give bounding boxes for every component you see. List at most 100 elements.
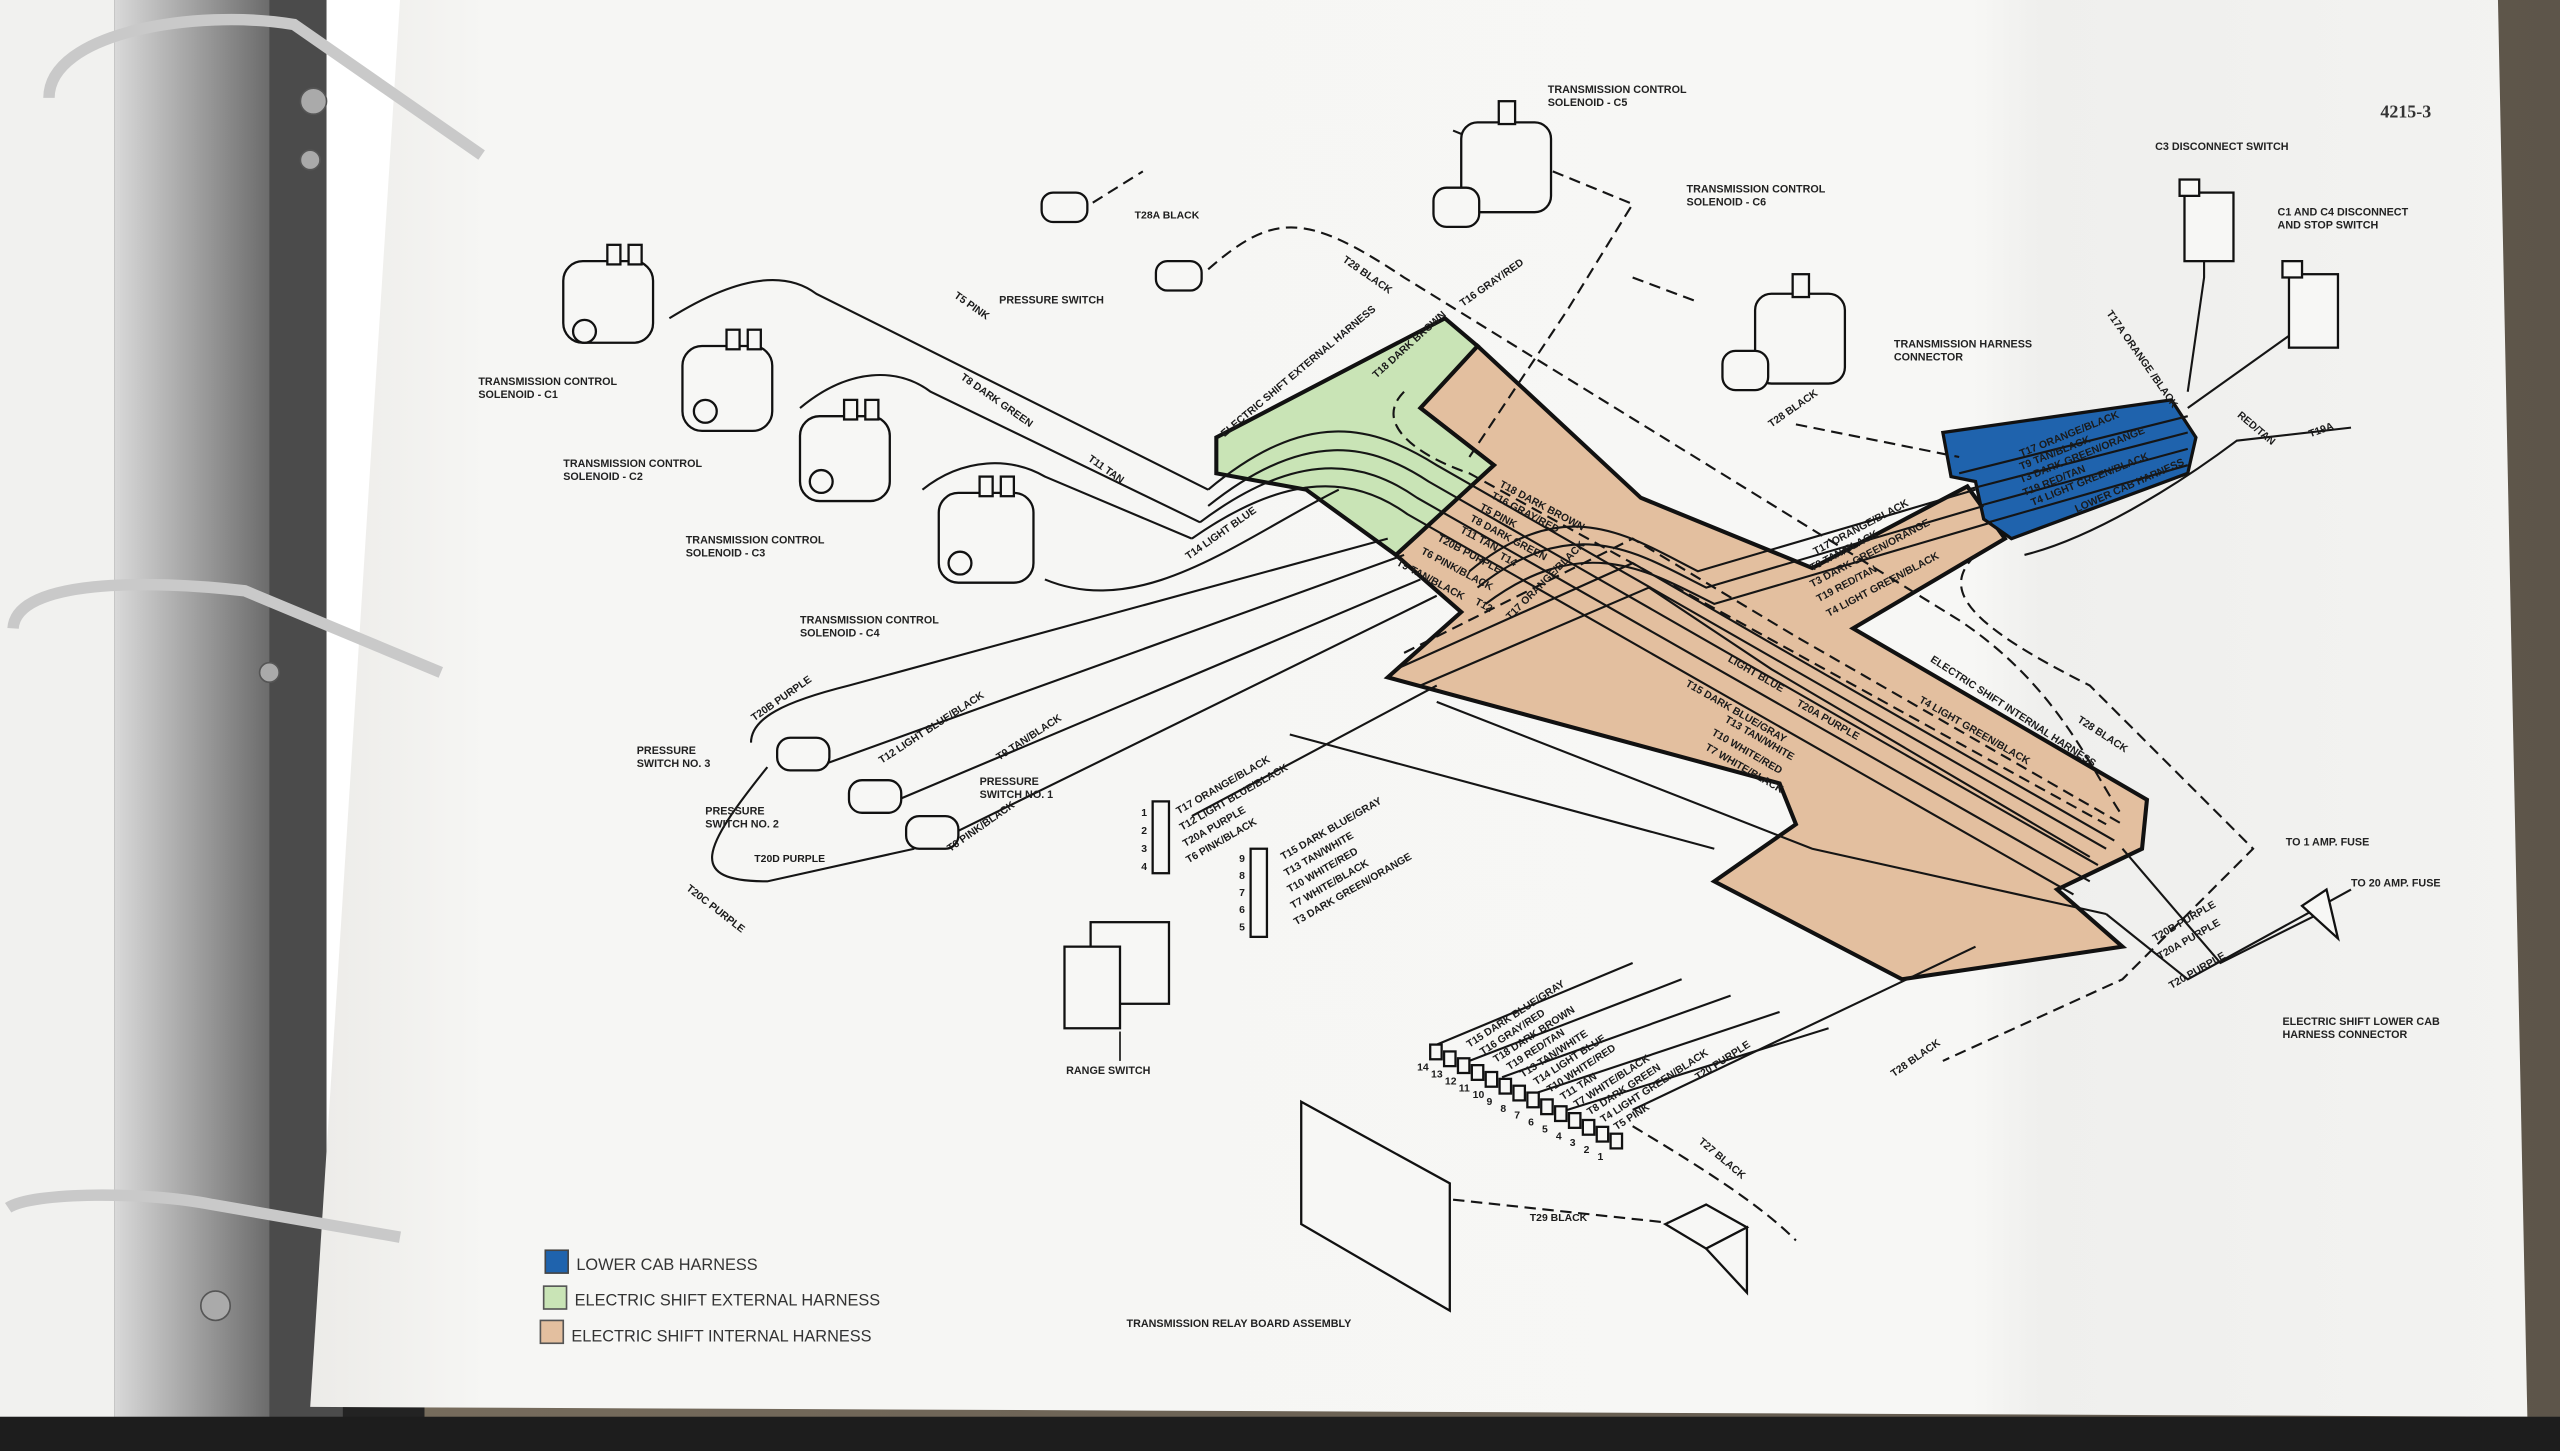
pin-number: 7 bbox=[1239, 888, 1245, 899]
binder-ring-bottom bbox=[5, 1189, 401, 1243]
component-label: HARNESS CONNECTOR bbox=[2282, 1029, 2407, 1041]
pin-number: 6 bbox=[1239, 905, 1245, 916]
relay-terminal bbox=[1567, 1111, 1582, 1129]
pressure-switch-3 bbox=[776, 736, 831, 772]
relay-terminal bbox=[1442, 1050, 1457, 1068]
relay-terminal bbox=[1581, 1118, 1596, 1136]
pin-number: 14 bbox=[1417, 1063, 1429, 1074]
component-label: SWITCH NO. 2 bbox=[705, 819, 779, 831]
relay-terminal bbox=[1498, 1077, 1513, 1095]
pin-number: 5 bbox=[1542, 1124, 1548, 1135]
component-label: TO 1 AMP. FUSE bbox=[2286, 836, 2370, 848]
component-label: RANGE SWITCH bbox=[1066, 1065, 1151, 1077]
pin-number: 4 bbox=[1556, 1131, 1562, 1142]
relay-terminal bbox=[1512, 1084, 1527, 1102]
relay-terminal bbox=[1526, 1091, 1540, 1109]
binder-spine bbox=[114, 0, 294, 1420]
component-label: SOLENOID - C1 bbox=[478, 389, 558, 401]
range-switch bbox=[1063, 921, 1171, 1061]
component-label: PRESSURE SWITCH bbox=[999, 295, 1104, 307]
pin-number: 9 bbox=[1239, 854, 1245, 865]
wire-label: T28A BLACK bbox=[1135, 211, 1200, 222]
solenoid-c2 bbox=[681, 328, 774, 433]
pressure-switch-2 bbox=[847, 779, 903, 814]
component-label: TRANSMISSION HARNESS bbox=[1894, 339, 2032, 351]
pin-number: 11 bbox=[1459, 1083, 1470, 1094]
pressure-switch-1 bbox=[904, 814, 960, 850]
pin-number: 4 bbox=[1141, 862, 1147, 873]
solenoid-c1 bbox=[562, 243, 655, 344]
legend-swatch-lower-cab bbox=[544, 1249, 569, 1274]
pin-number: 1 bbox=[1141, 808, 1147, 819]
c1-c4-disconnect-switch bbox=[2281, 260, 2340, 349]
relay-terminal bbox=[1470, 1064, 1485, 1081]
rivet bbox=[299, 87, 328, 116]
component-label: CONNECTOR bbox=[1894, 352, 1963, 364]
component-label: TRANSMISSION CONTROL bbox=[1548, 84, 1687, 96]
component-label: SWITCH NO. 1 bbox=[980, 789, 1054, 801]
pin-number: 2 bbox=[1141, 826, 1147, 837]
pin-number: 10 bbox=[1473, 1090, 1485, 1101]
relay-terminal bbox=[1429, 1043, 1443, 1061]
pin-number: 13 bbox=[1431, 1070, 1443, 1081]
solenoid-c3 bbox=[798, 398, 891, 503]
relay-terminal bbox=[1553, 1105, 1568, 1123]
pin-number: 6 bbox=[1528, 1118, 1534, 1129]
harness-wire-bundle bbox=[1191, 390, 2189, 916]
component-label: ELECTRIC SHIFT LOWER CAB bbox=[2282, 1016, 2440, 1028]
rivet bbox=[299, 149, 321, 171]
internal-harness-region bbox=[1383, 343, 2150, 982]
legend-label: ELECTRIC SHIFT EXTERNAL HARNESS bbox=[575, 1292, 881, 1310]
component-label: PRESSURE bbox=[637, 745, 696, 757]
diagram-page bbox=[310, 0, 2528, 1417]
legend: LOWER CAB HARNESS ELECTRIC SHIFT EXTERNA… bbox=[539, 1249, 881, 1346]
component-label: TRANSMISSION CONTROL bbox=[800, 614, 939, 626]
pin-number: 7 bbox=[1514, 1111, 1520, 1122]
pin-number: 8 bbox=[1500, 1104, 1506, 1115]
component-label: TRANSMISSION CONTROL bbox=[686, 535, 825, 547]
component-label: C1 AND C4 DISCONNECT bbox=[2278, 206, 2409, 218]
component-label: SOLENOID - C3 bbox=[686, 548, 766, 560]
ground-bracket bbox=[1662, 1203, 1750, 1296]
pin-number: 3 bbox=[1141, 844, 1147, 855]
pin-number: 2 bbox=[1584, 1145, 1590, 1156]
component-label: TRANSMISSION CONTROL bbox=[1687, 184, 1826, 196]
relay-terminal bbox=[1484, 1070, 1499, 1088]
legend-swatch-internal bbox=[539, 1319, 565, 1345]
pin-number: 5 bbox=[1239, 922, 1245, 933]
page-number: 4215-3 bbox=[2380, 102, 2431, 122]
component-label: TRANSMISSION CONTROL bbox=[563, 458, 702, 470]
c3-disconnect-switch bbox=[2178, 178, 2235, 263]
solenoid-c6 bbox=[1721, 273, 1847, 392]
component-label: SOLENOID - C2 bbox=[563, 471, 643, 483]
lower-cab-harness-region bbox=[1940, 398, 2198, 541]
component-label: TO 20 AMP. FUSE bbox=[2351, 877, 2441, 889]
pin-number: 8 bbox=[1239, 871, 1245, 882]
pin-number: 1 bbox=[1598, 1152, 1604, 1163]
lower-cab-harness-connector bbox=[2300, 887, 2340, 942]
legend-label: ELECTRIC SHIFT INTERNAL HARNESS bbox=[571, 1328, 871, 1346]
component-label: SOLENOID - C4 bbox=[800, 628, 880, 640]
component-label: AND STOP SWITCH bbox=[2278, 220, 2379, 232]
component-label: PRESSURE bbox=[980, 776, 1039, 788]
component-label: SWITCH NO. 3 bbox=[637, 758, 711, 770]
solenoid-c4 bbox=[937, 475, 1035, 584]
binder-ring-middle bbox=[7, 578, 444, 678]
relay-terminal bbox=[1456, 1057, 1471, 1075]
component-label: TRANSMISSION RELAY BOARD ASSEMBLY bbox=[1127, 1318, 1352, 1330]
legend-label: LOWER CAB HARNESS bbox=[576, 1256, 757, 1274]
binder-ring-top bbox=[43, 13, 485, 160]
wire-label: T29 BLACK bbox=[1530, 1213, 1588, 1224]
pin-number: 3 bbox=[1570, 1138, 1576, 1149]
rivet bbox=[258, 661, 280, 684]
component-label: PRESSURE bbox=[705, 805, 764, 817]
component-label: TRANSMISSION CONTROL bbox=[478, 376, 617, 388]
wire-label: T20D PURPLE bbox=[754, 854, 825, 865]
component-label: C3 DISCONNECT SWITCH bbox=[2155, 141, 2289, 153]
binder-bottom bbox=[0, 1416, 2560, 1451]
pin-number: 12 bbox=[1445, 1076, 1457, 1087]
relay-board bbox=[1300, 1099, 1451, 1313]
relay-terminal bbox=[1540, 1098, 1554, 1116]
